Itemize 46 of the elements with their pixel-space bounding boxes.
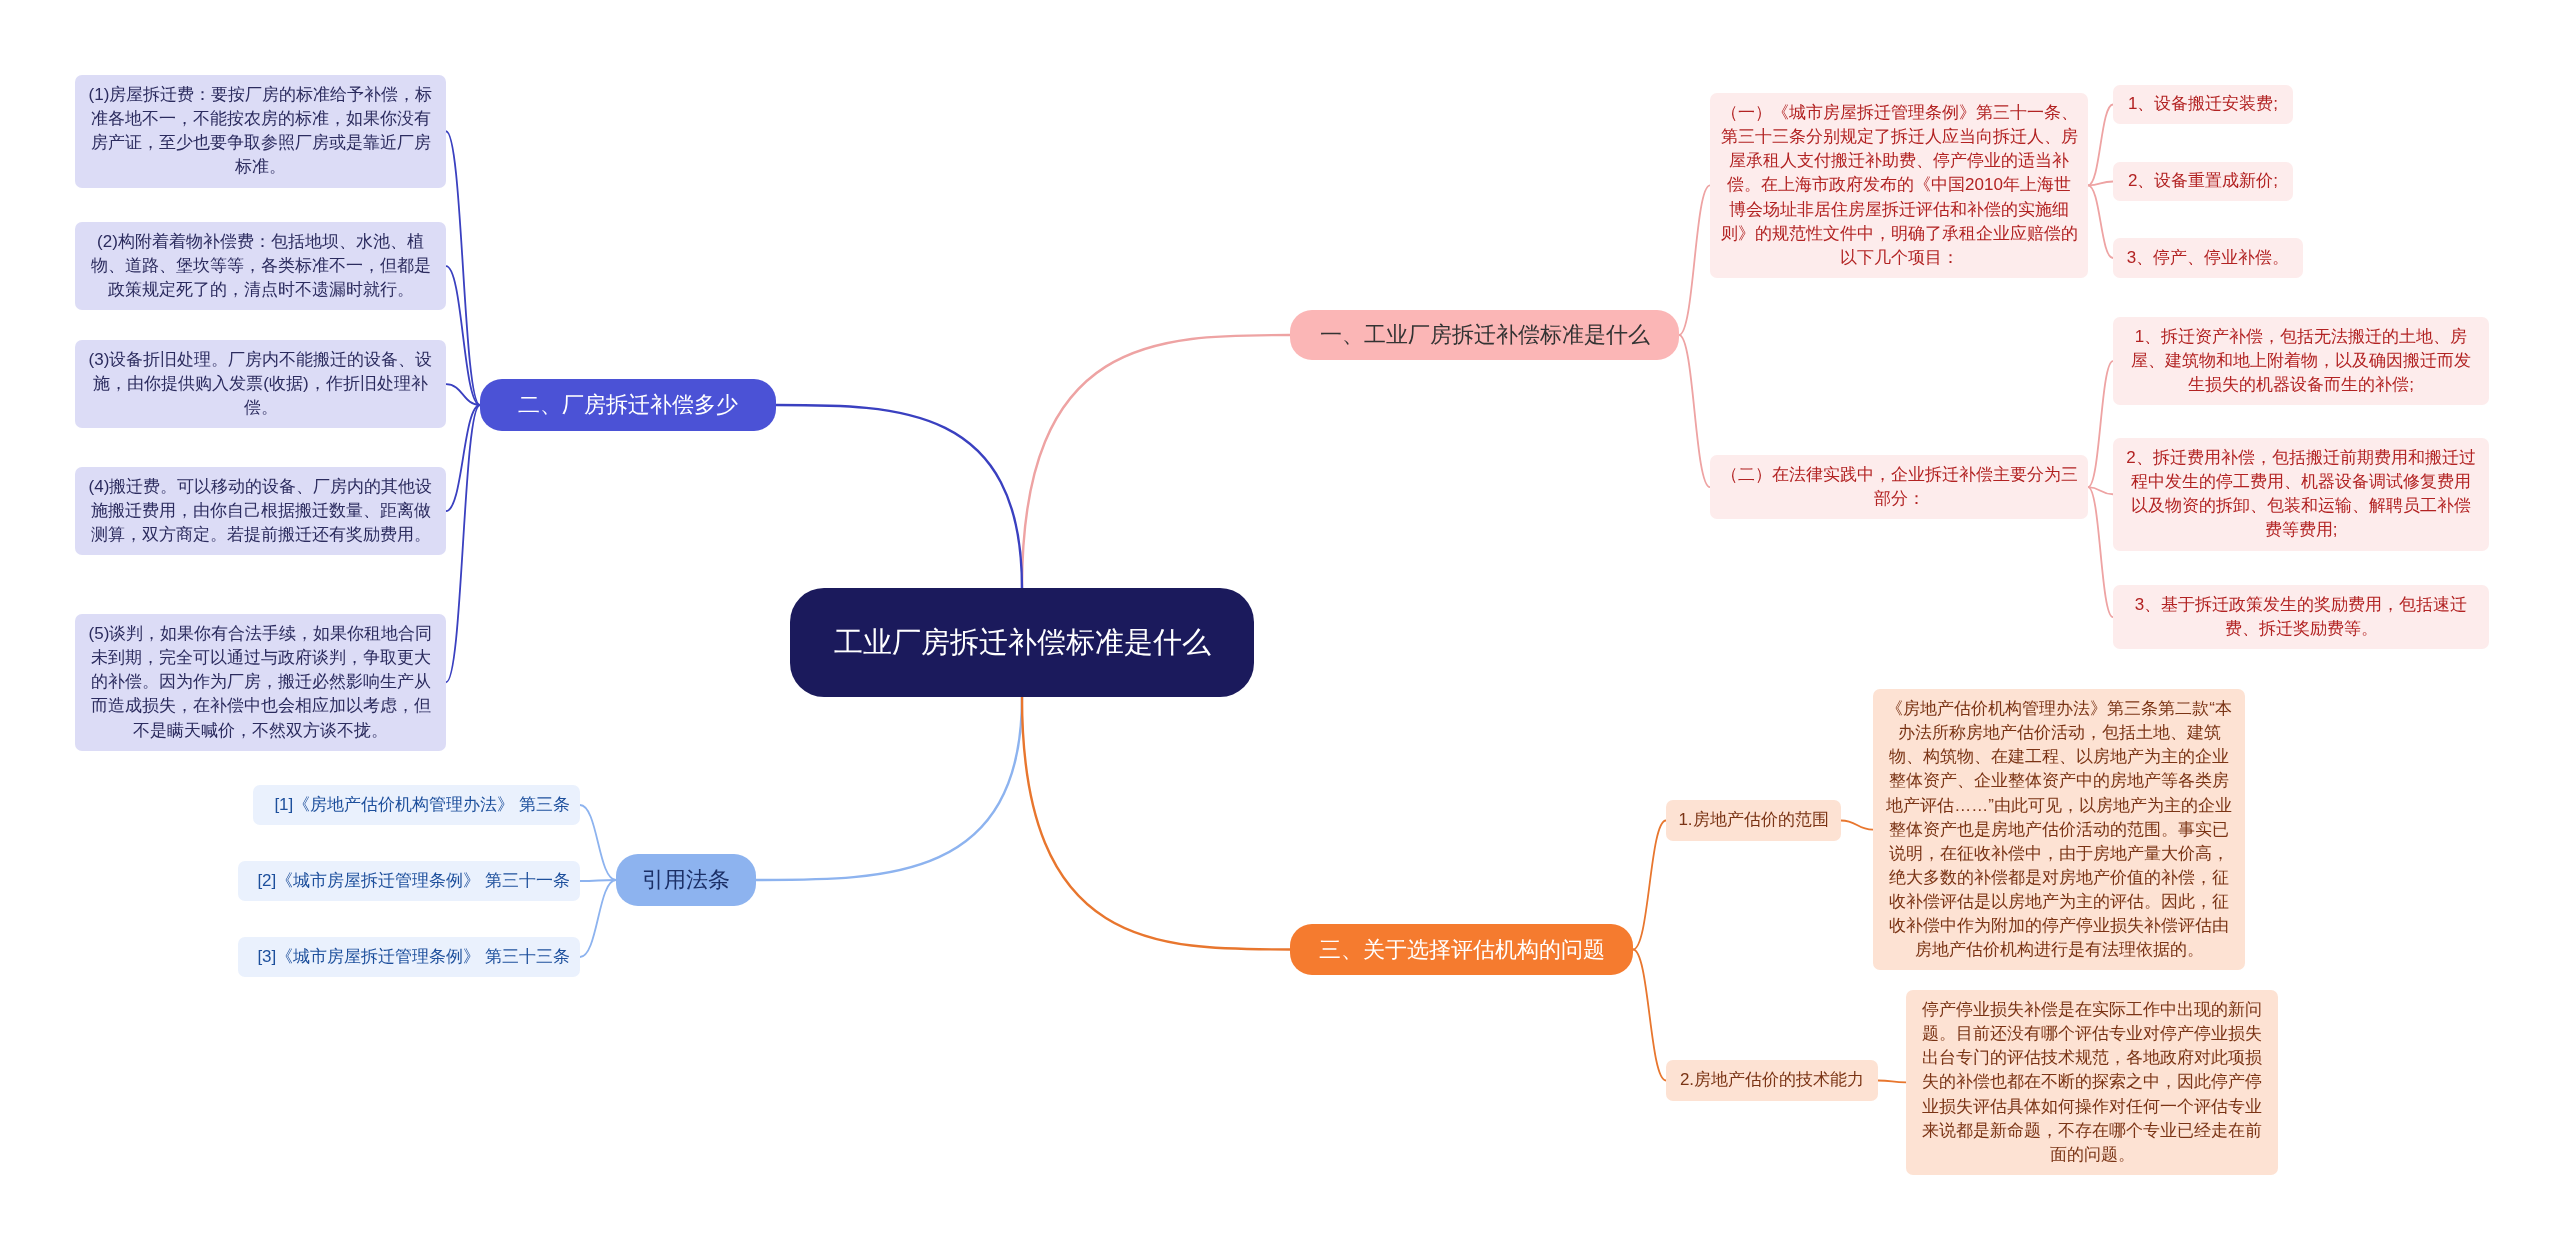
subtopic-box: 停产停业损失补偿是在实际工作中出现的新问题。目前还没有哪个评估专业对停产停业损失出台专门的评估技术规范，各地政府对此项损失的补偿也都在不断的探索之中，因此停产停业损失评估具体如何操作对任何一个评估专业来说都是新命题，不存在哪个专业已经走在前面的问题。: [1906, 990, 2278, 1175]
connector-line: [579, 804, 617, 881]
subtopic-box: 2、设备重置成新价;: [2113, 162, 2293, 201]
connector-line: [2087, 360, 2114, 489]
connector-line: [1678, 184, 1711, 336]
connector-line: [445, 404, 481, 684]
subtopic-box: 1、设备搬迁安装费;: [2113, 85, 2293, 124]
subtopic-box: (1)房屋拆迁费：要按厂房的标准给予补偿，标准各地不一，不能按农房的标准，如果你没有房产证，至少也要争取参照厂房或是靠近厂房标准。: [75, 75, 446, 188]
reference-box: [2]《城市房屋拆迁管理条例》 第三十一条: [238, 861, 580, 901]
connector-line: [2087, 486, 2114, 496]
subtopic-box: 3、基于拆迁政策发生的奖励费用，包括速迁费、拆迁奖励费等。: [2113, 585, 2489, 650]
reference-box: [1]《房地产估价机构管理办法》 第三条: [253, 785, 580, 825]
branch-topic: 二、厂房拆迁补偿多少: [480, 379, 776, 431]
connector-line: [445, 404, 481, 513]
connector-line: [1840, 819, 1874, 831]
reference-box: [3]《城市房屋拆迁管理条例》 第三十三条: [238, 937, 580, 977]
connector-line: [2087, 103, 2114, 187]
central-topic: 工业厂房拆迁补偿标准是什么: [790, 588, 1254, 697]
subtopic-box: (3)设备折旧处理。厂房内不能搬迁的设备、设施，由你提供购入发票(收据)，作折旧处理补偿。: [75, 340, 446, 429]
connector-line: [1632, 819, 1667, 951]
connector-line: [2087, 486, 2114, 619]
connector-line: [1632, 948, 1667, 1082]
subtopic-box: （二）在法律实践中，企业拆迁补偿主要分为三部分：: [1710, 455, 2088, 520]
branch-topic: 一、工业厂房拆迁补偿标准是什么: [1290, 310, 1679, 360]
connector-line: [1678, 334, 1711, 489]
connector-line: [445, 383, 481, 406]
connector-line: [2087, 180, 2114, 187]
branch-topic: 引用法条: [616, 854, 756, 906]
connector-line: [776, 403, 1024, 589]
subtopic-box: 1.房地产估价的范围: [1666, 800, 1841, 841]
connector-line: [2087, 184, 2114, 259]
subtopic-box: (4)搬迁费。可以移动的设备、厂房内的其他设施搬迁费用，由你自己根据搬迁数量、距离做测算，双方商定。若提前搬迁还有奖励费用。: [75, 467, 446, 556]
subtopic-box: 3、停产、停业补偿。: [2113, 238, 2303, 278]
subtopic-box: 2、拆迁费用补偿，包括搬迁前期费用和搬迁过程中发生的停工费用、机器设备调试修复费用以及物资的拆卸、包装和运输、解聘员工补偿费等费用;: [2113, 438, 2489, 551]
subtopic-box: 2.房地产估价的技术能力: [1666, 1060, 1878, 1101]
subtopic-box: 1、拆迁资产补偿，包括无法搬迁的土地、房屋、建筑物和地上附着物，以及确因搬迁而发生损失的机器设备而生的补偿;: [2113, 317, 2489, 406]
branch-topic: 三、关于选择评估机构的问题: [1290, 924, 1633, 975]
connector-line: [445, 265, 481, 406]
subtopic-box: (2)构附着着物补偿费：包括地坝、水池、植物、道路、堡坎等等，各类标准不一，但都是政策规定死了的，清点时不遗漏时就行。: [75, 222, 446, 311]
connector-line: [1020, 696, 1290, 951]
connector-line: [445, 130, 481, 406]
connector-line: [579, 879, 617, 958]
connector-line: [1877, 1079, 1907, 1084]
subtopic-box: （一）《城市房屋拆迁管理条例》第三十一条、第三十三条分别规定了拆迁人应当向拆迁人、房屋承租人支付搬迁补助费、停产停业的适当补偿。在上海市政府发布的《中国2010年上海世博会场址非居住房屋拆迁评估和补偿的实施细则》的规范性文件中，明确了承租企业应赔偿的以下几个项目：: [1710, 93, 2088, 278]
subtopic-box: (5)谈判，如果你有合法手续，如果你租地合同未到期，完全可以通过与政府谈判，争取更大的补偿。因为作为厂房，搬迁必然影响生产从而造成损失，在补偿中也会相应加以考虑，但不是瞒天喊价，不然双方谈不拢。: [75, 614, 446, 751]
subtopic-box: 《房地产估价机构管理办法》第三条第二款“本办法所称房地产估价活动，包括土地、建筑物、构筑物、在建工程、以房地产为主的企业整体资产、企业整体资产中的房地产等各类房地产评估……”由此可见，以房地产为主的企业整体资产也是房地产估价活动的范围。事实已说明，在征收补偿中，由于房地产量大价高，绝大多数的补偿都是对房地产价值的补偿，征收补偿评估是以房地产为主的评估。因此，征收补偿中作为附加的停产停业损失补偿评估由房地产估价机构进行是有法理依据的。: [1873, 689, 2245, 971]
